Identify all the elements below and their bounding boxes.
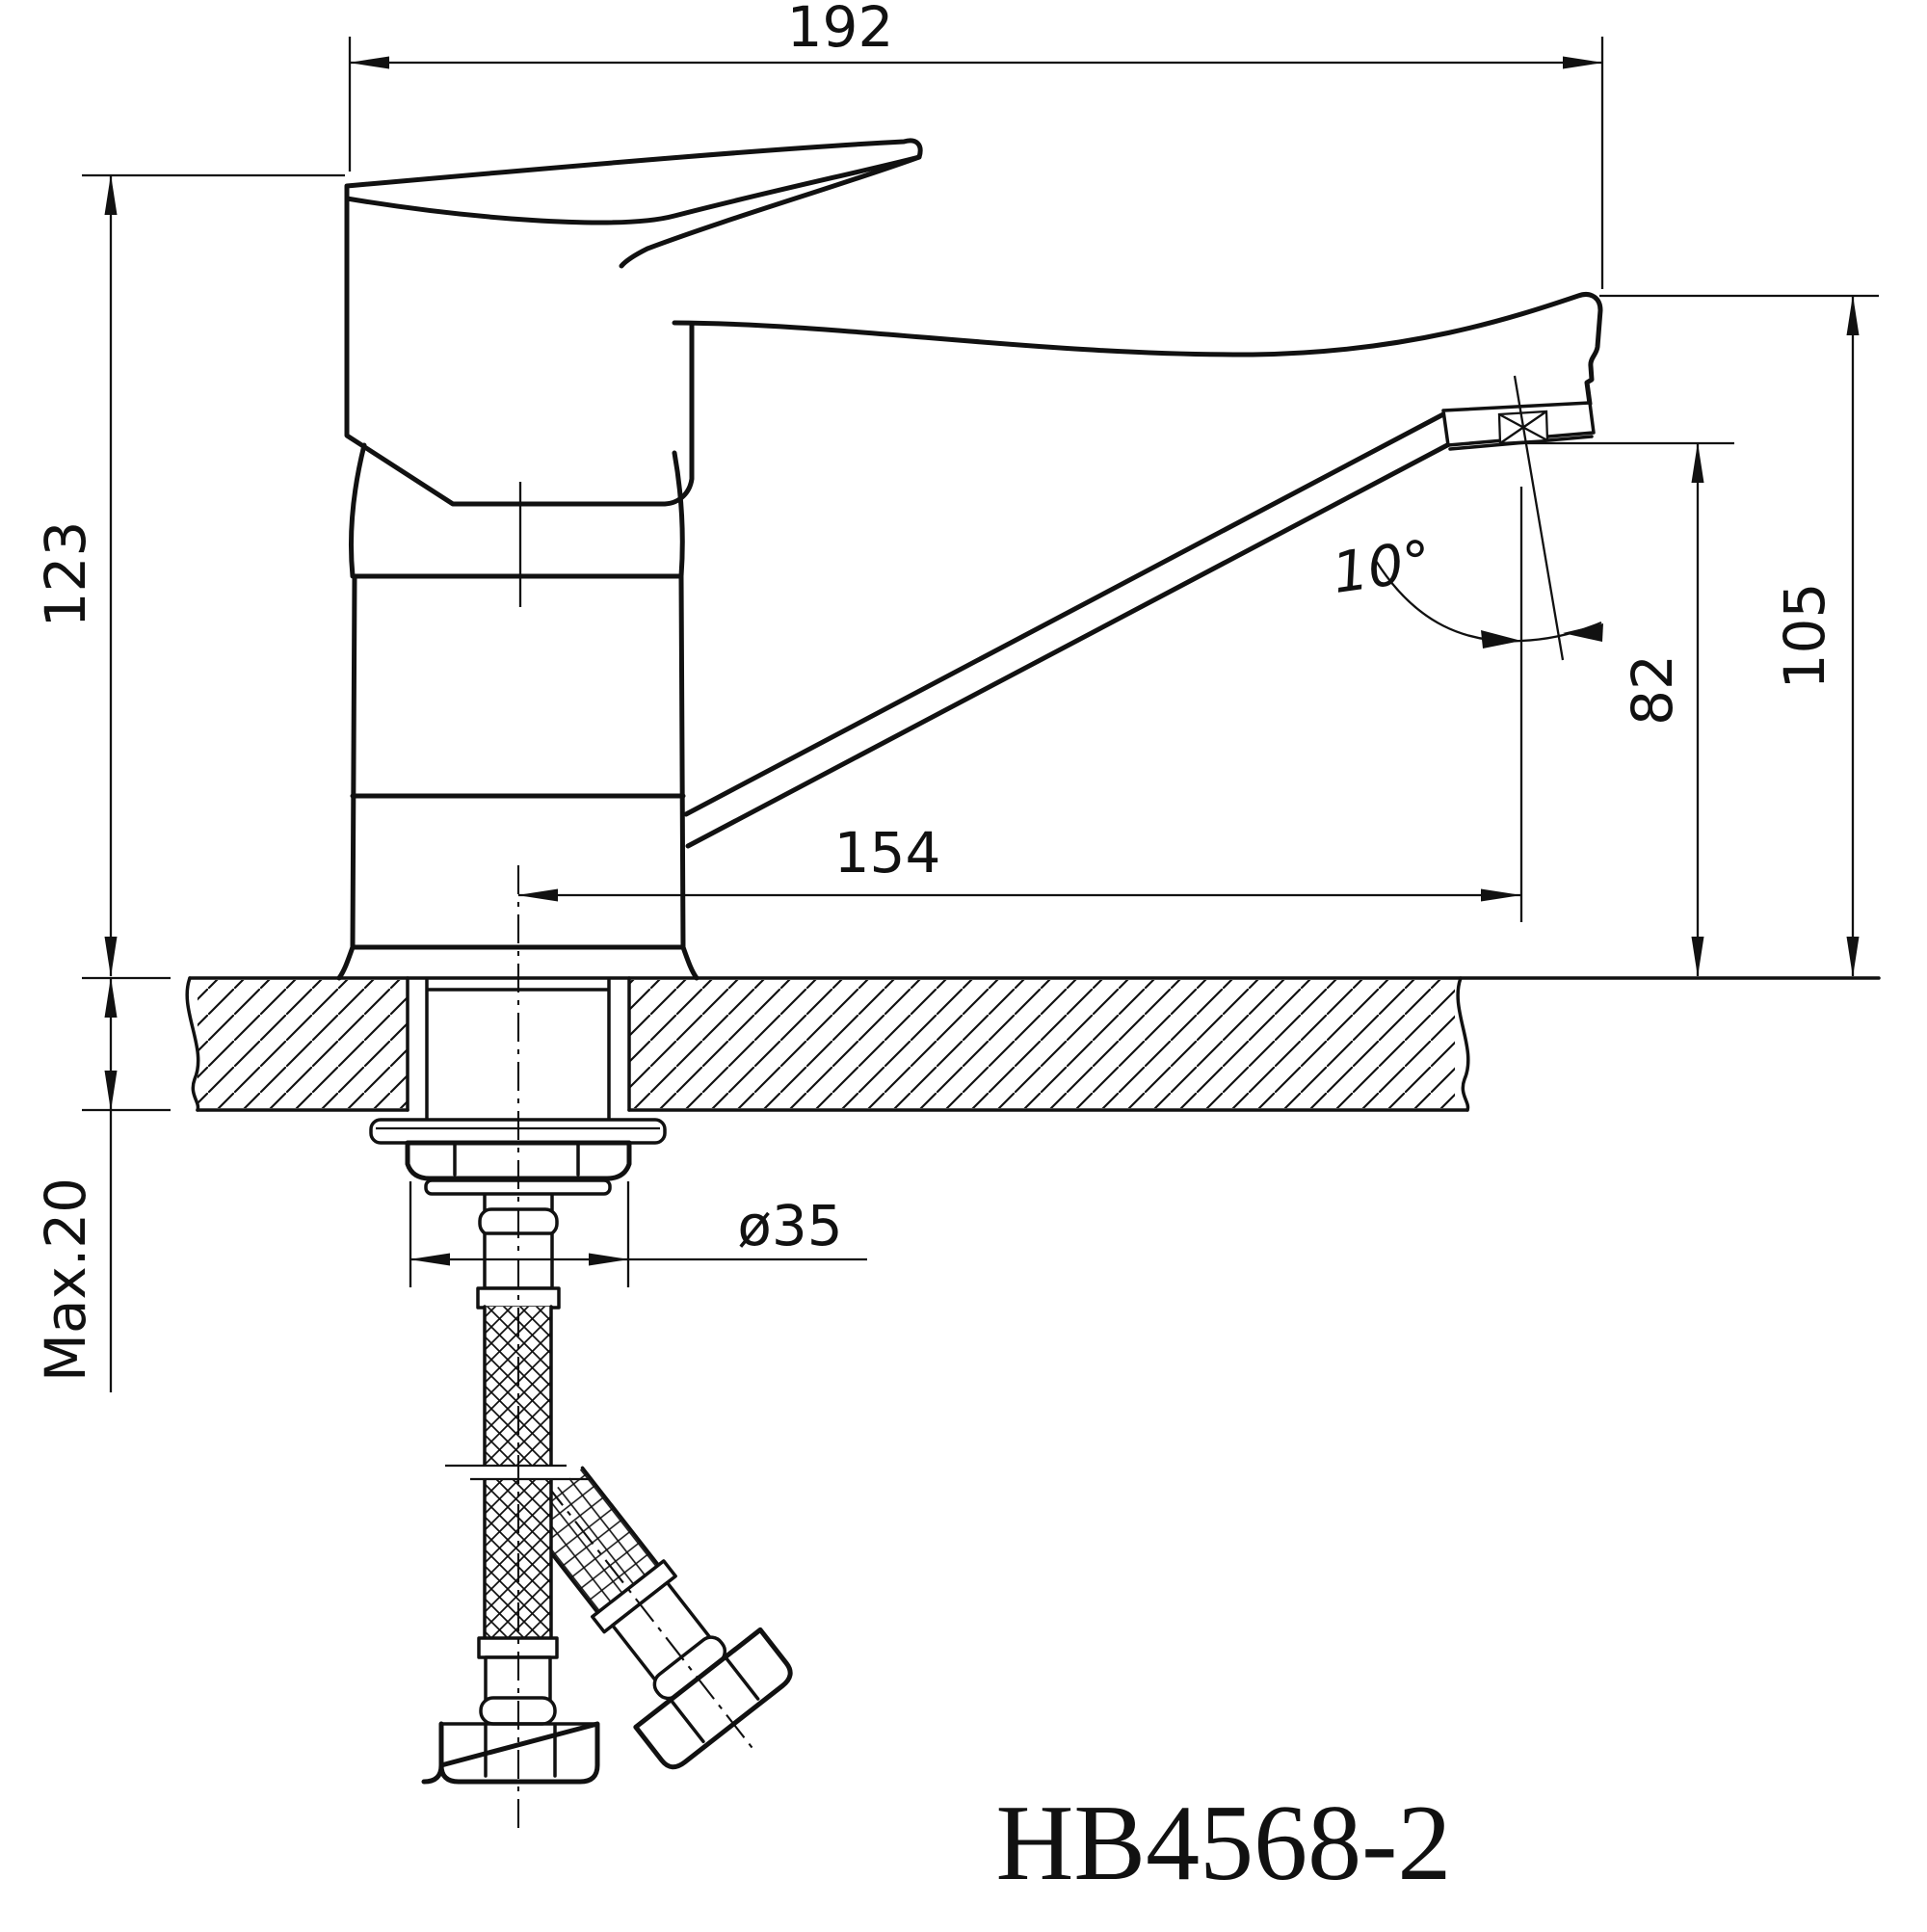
- dimension-192: 192: [348, 0, 1604, 289]
- dim-angle-label: 10°: [1329, 527, 1436, 606]
- mounting-nut-facets: [406, 1141, 631, 1177]
- handle-lever: [344, 138, 923, 225]
- countertop-section: [185, 976, 1470, 1112]
- deck-hole-edges: [406, 976, 631, 1112]
- handle-base: [344, 190, 695, 507]
- angle-arrow-left: [1481, 630, 1521, 648]
- dim-105-label: 105: [1772, 583, 1837, 690]
- dim-192-extension-lines: [348, 37, 1604, 289]
- dimension-105: 105: [1599, 294, 1879, 977]
- dim-max20-extension-lines: [82, 1108, 171, 1392]
- angle-arrow-right: [1563, 623, 1603, 642]
- model-number: HB4568-2: [996, 1784, 1452, 1903]
- mounting-hardware: [369, 978, 667, 1196]
- dim-max20-label: Max.20: [33, 1178, 98, 1382]
- deck-hatch-left: [198, 980, 408, 1108]
- body-column: [350, 573, 686, 950]
- faucet-outline: [336, 138, 1603, 981]
- dim-82-label: 82: [1620, 654, 1685, 726]
- dimension-dia35: ø35: [409, 1181, 867, 1287]
- dim-123-extension-lines: [82, 173, 345, 980]
- dimension-max20: Max.20: [33, 977, 171, 1392]
- dimension-angle: 10°: [1329, 527, 1603, 648]
- outlet-tilted-axis: [1513, 375, 1565, 661]
- cartridge-collar: [349, 442, 685, 579]
- handle-neck: [619, 154, 922, 269]
- angled-supply-hose: [519, 1466, 793, 1770]
- hose1-nut: [421, 1721, 600, 1785]
- dimension-154: 154: [517, 820, 1521, 902]
- base-flange: [336, 944, 700, 981]
- spout-top-edge: [672, 292, 1603, 407]
- dim-123-label: 123: [33, 521, 98, 628]
- deck-break-right: [1456, 976, 1470, 1112]
- dim-dia35-extension-lines: [409, 1181, 867, 1287]
- dim-dia35-label: ø35: [737, 1193, 842, 1258]
- dim-192-label: 192: [787, 0, 894, 60]
- spout-underside: [683, 411, 1452, 849]
- dimension-82: 82: [1500, 441, 1734, 977]
- hose2-centerline: [543, 1481, 758, 1755]
- deck-hatch-right: [629, 980, 1455, 1108]
- hose1-break-lines: [445, 1464, 592, 1481]
- deck-break-left: [185, 976, 200, 1112]
- dim-154-label: 154: [834, 820, 941, 886]
- dimension-123: 123: [33, 173, 345, 980]
